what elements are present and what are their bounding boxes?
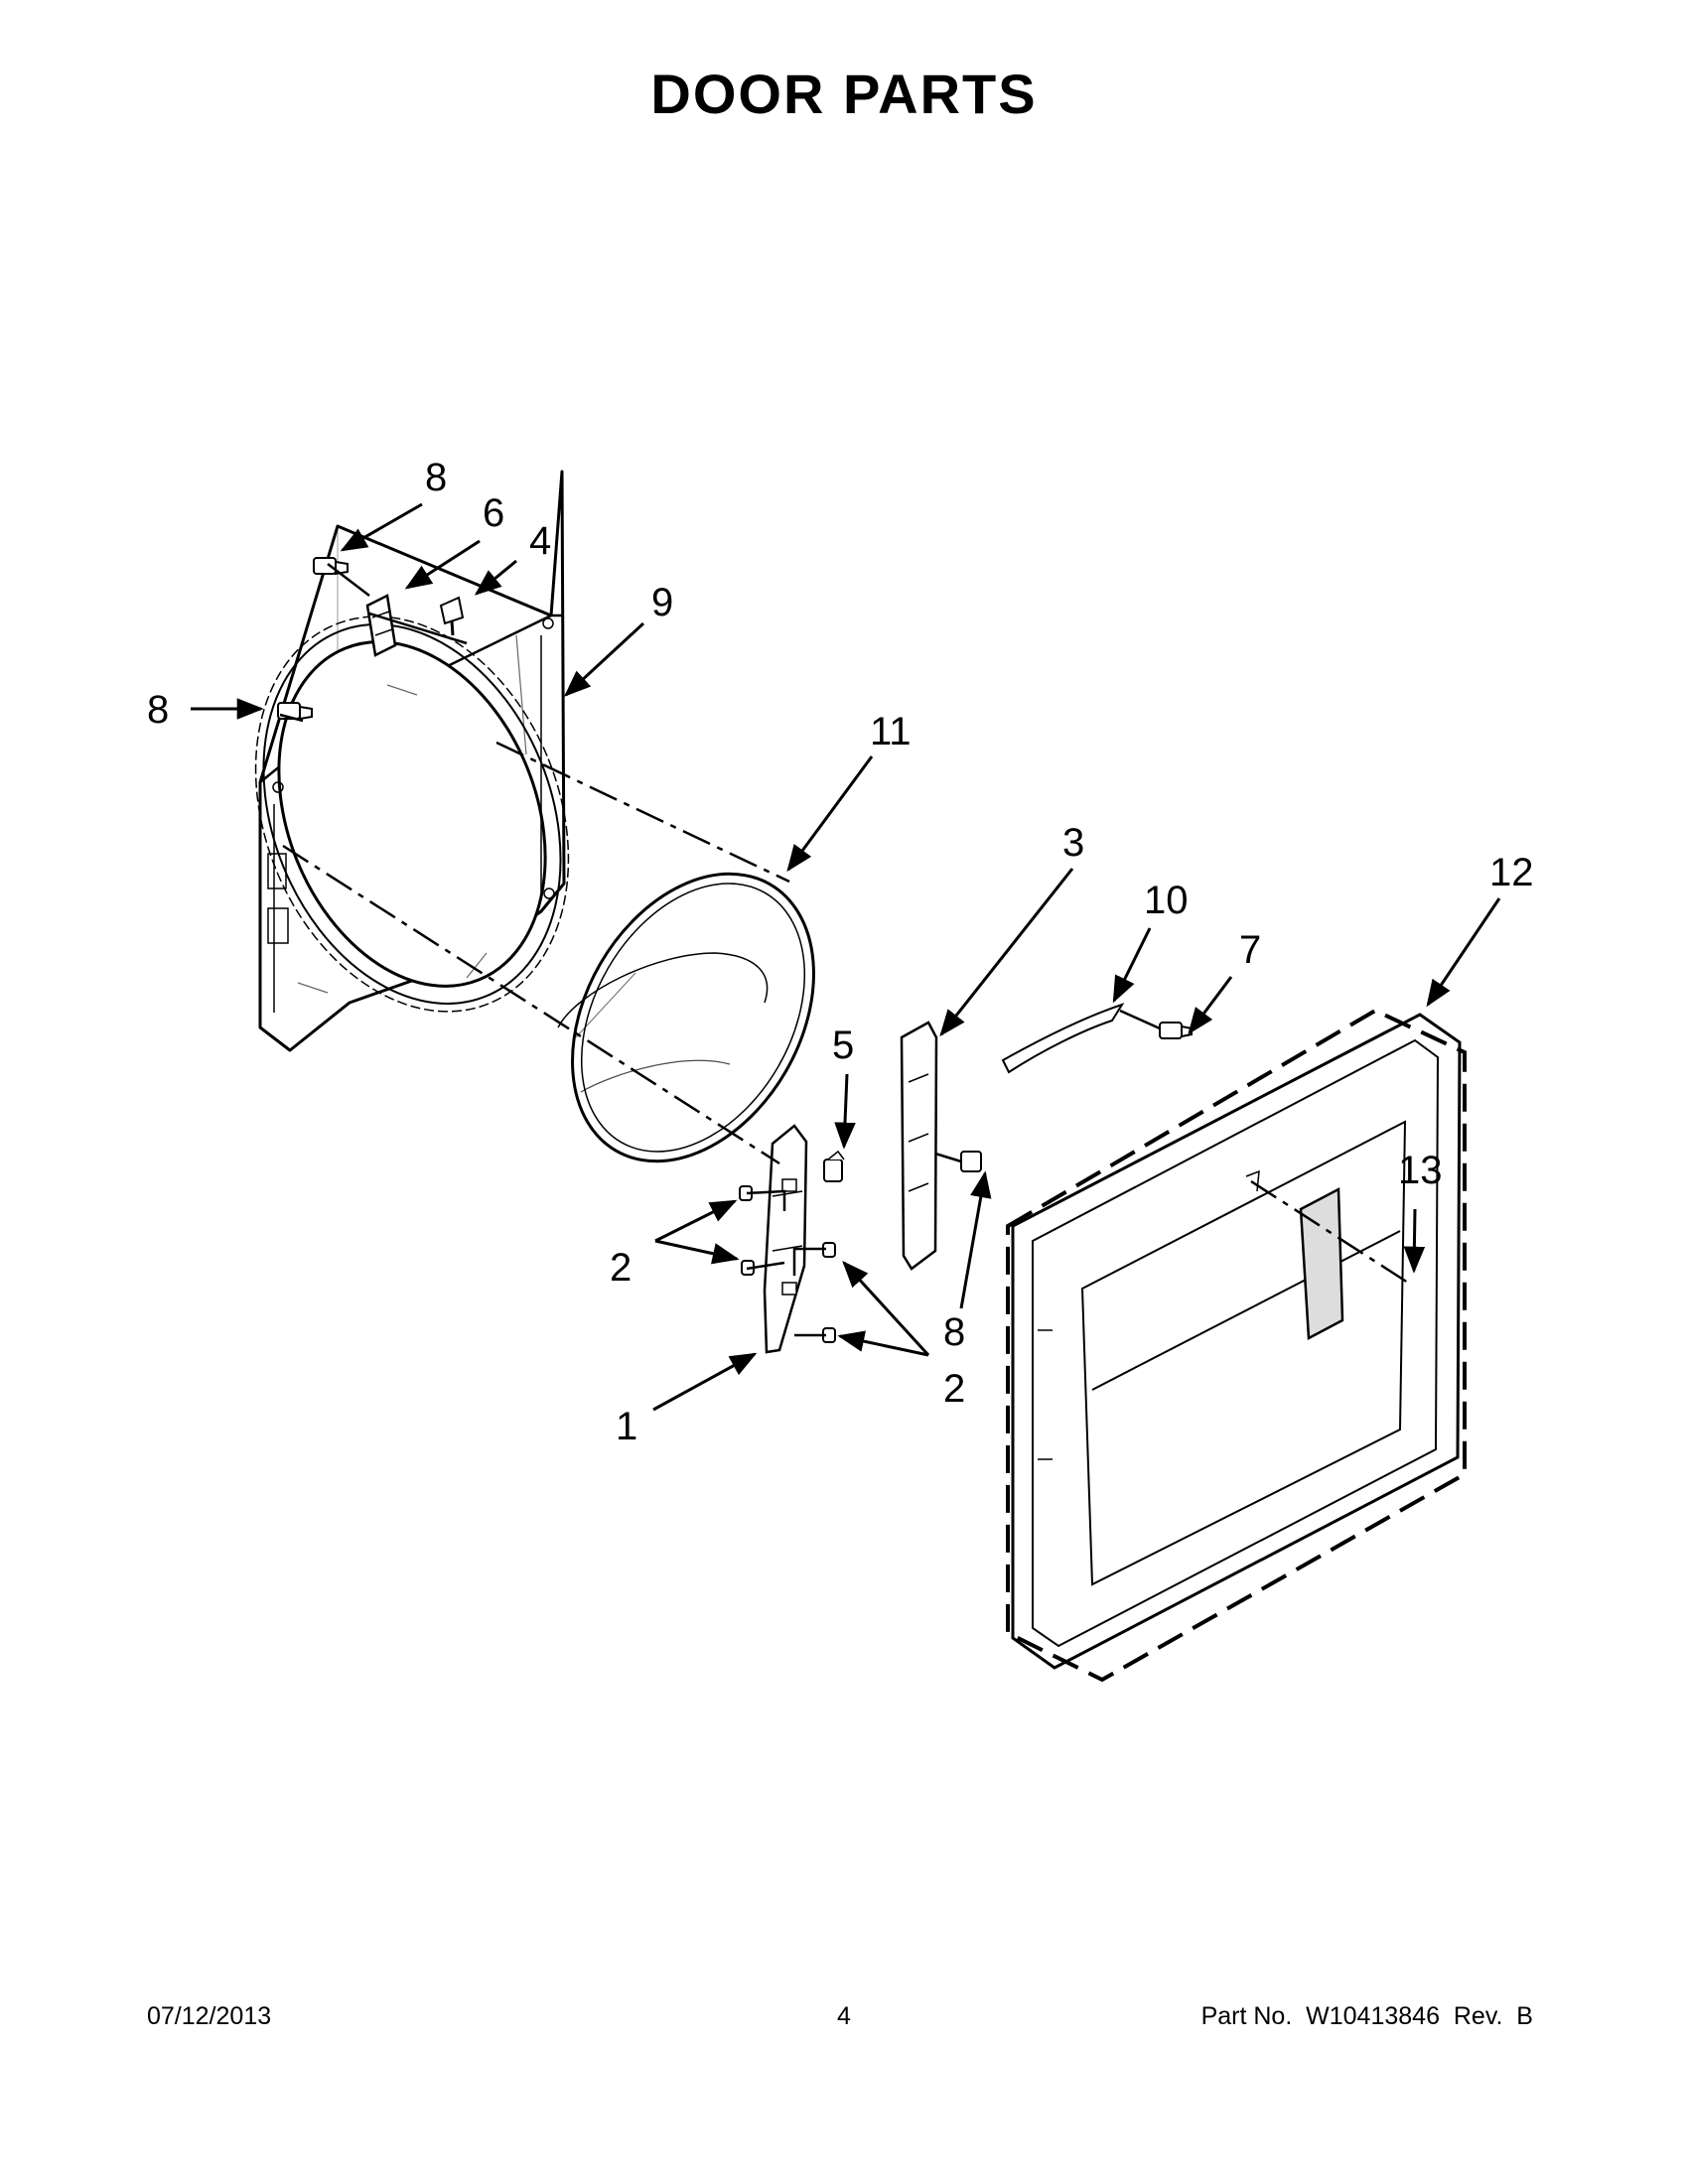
hinge-bracket [900, 1021, 938, 1271]
screw-top-left [313, 557, 349, 576]
footer-part-number: Part No. W10413846 Rev. B [1200, 2002, 1533, 2030]
door-glass-bowl [557, 872, 815, 1163]
callout-3: 3 [1062, 821, 1084, 865]
callout-8-mid: 8 [943, 1310, 965, 1354]
callout-9: 9 [651, 581, 673, 624]
callout-6: 6 [483, 491, 504, 535]
bumper [439, 596, 465, 636]
callout-2-left: 2 [610, 1246, 632, 1290]
callout-10: 10 [1144, 879, 1189, 922]
callout-8-top: 8 [425, 456, 447, 499]
callout-5: 5 [832, 1024, 854, 1067]
callout-11: 11 [870, 710, 912, 753]
callout-2-right: 2 [943, 1367, 965, 1411]
door-assembly [1011, 1013, 1462, 1670]
callout-12: 12 [1489, 851, 1534, 894]
handle-strip [1001, 1003, 1125, 1074]
callout-arrows [191, 502, 1501, 1412]
door-screw [960, 1151, 982, 1172]
callout-8-left: 8 [147, 688, 169, 732]
strike-bracket [365, 594, 397, 657]
hinge-screw [823, 1150, 845, 1182]
footer-date: 07/12/2013 [147, 2002, 272, 2030]
handle-screw [1159, 1022, 1193, 1039]
screw-left [277, 702, 313, 721]
door-hinge [763, 1124, 808, 1354]
page-title: DOOR PARTS [650, 63, 1038, 125]
callout-13: 13 [1398, 1149, 1443, 1192]
callout-1: 1 [616, 1405, 637, 1448]
callout-4: 4 [529, 519, 551, 563]
leader-lines [279, 563, 1161, 1337]
dryer-front-panel [254, 470, 570, 1052]
alignment-lines [282, 741, 1409, 1285]
footer-page-number: 4 [837, 2002, 851, 2030]
callout-7: 7 [1239, 928, 1261, 972]
